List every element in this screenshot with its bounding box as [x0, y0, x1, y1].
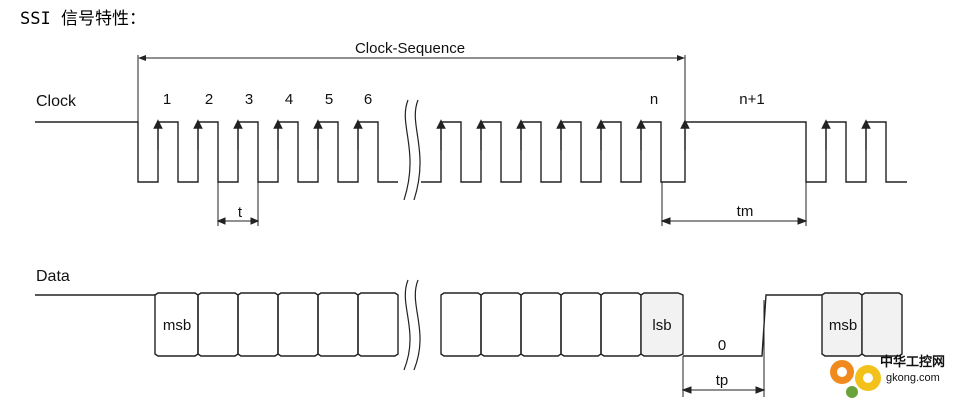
- pulse-number: 6: [364, 91, 372, 108]
- clock-sequence-indicator: Clock-Sequence: [137, 40, 686, 122]
- span-arrow-right: [677, 55, 685, 61]
- span-arrow-left: [138, 55, 146, 61]
- watermark-url: gkong.com: [886, 372, 940, 384]
- tp-indicator: [681, 300, 766, 397]
- clock-break-marks: [403, 99, 421, 201]
- period-t-label: t: [238, 204, 243, 221]
- tm-indicator: [660, 182, 808, 226]
- data-break-marks: [403, 279, 421, 371]
- clock-label: Clock: [36, 93, 77, 110]
- pulse-number: 1: [163, 91, 171, 108]
- lsb-cell: [640, 292, 684, 357]
- pulse-number: 2: [205, 91, 213, 108]
- watermark-brand: 中华工控网: [880, 354, 945, 369]
- pulse-number: n: [650, 91, 658, 108]
- clock-edge-arrows: [153, 119, 871, 150]
- clock-sequence-label: Clock-Sequence: [355, 40, 465, 57]
- msb-repeat-cell-label: msb: [829, 317, 857, 334]
- page-title: SSI 信号特性：: [20, 9, 146, 29]
- period-t-indicator: [216, 182, 260, 226]
- pulse-number: 3: [245, 91, 253, 108]
- gkong-watermark: 中华工控网 gkong.com: [830, 354, 945, 398]
- pulse-number: n+1: [739, 91, 764, 108]
- data-label: Data: [36, 268, 70, 285]
- lsb-cell-label: lsb: [652, 317, 671, 334]
- pulse-number: 4: [285, 91, 293, 108]
- clock-waveform: [35, 121, 907, 183]
- tm-label: tm: [737, 203, 754, 220]
- clock-pulse-numbers: 1 2 3 4 5 6 n n+1: [163, 91, 765, 108]
- tp-label: tp: [716, 372, 729, 389]
- pulse-number: 5: [325, 91, 333, 108]
- msb-cell-label: msb: [163, 317, 191, 334]
- zero-level-label: 0: [718, 337, 726, 354]
